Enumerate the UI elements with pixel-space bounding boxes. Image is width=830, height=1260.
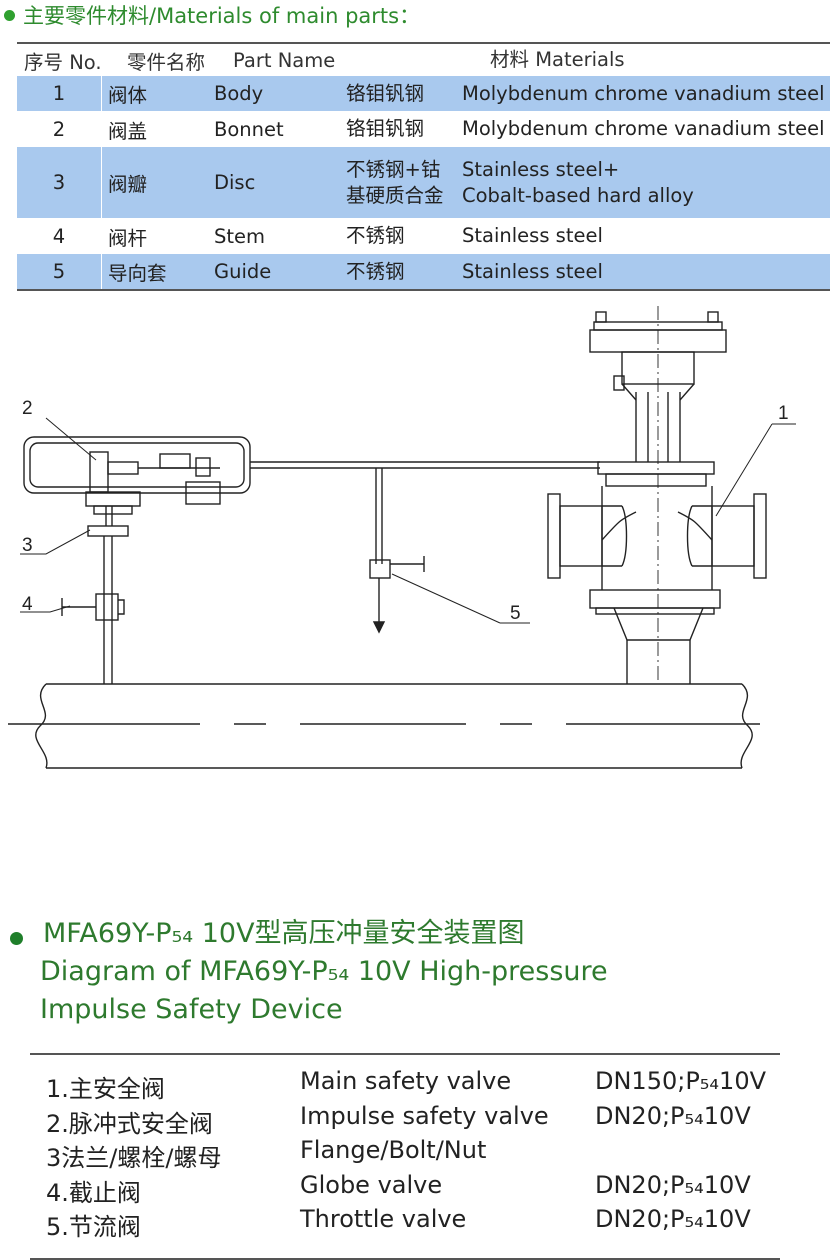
part-cn: 1.主安全阀 [46,1075,165,1103]
row-no: 2 [52,117,66,141]
materials-section-title: 主要零件材料/Materials of main parts： [0,0,420,30]
materials-title-text: 主要零件材料/Materials of main parts： [23,4,421,28]
list-item: 5.节流阀 Throttle valve DN20;P₅₄10V [30,1205,780,1242]
row-material-cn: 不锈钢 [346,259,405,283]
part-spec: DN20;P₅₄10V [595,1205,751,1233]
row-material-en: Molybdenum chrome vanadium steel [462,81,825,105]
header-no: 序号 No. [24,50,102,74]
row-part-cn: 导向套 [101,254,210,289]
device-title-cn: MFA69Y-P₅₄ 10V型高压冲量安全装置图 [43,918,525,949]
row-material-en: Stainless steel+ Cobalt-based hard alloy [462,157,830,209]
callout-5: 5 [510,603,521,624]
row-no: 3 [52,171,66,194]
table-row: 4 阀杆 Stem 不锈钢 Stainless steel [17,218,830,254]
header-part-cn: 零件名称 [127,50,206,74]
bullet-icon [10,932,23,945]
row-part-en: Disc [214,171,256,194]
table-row: 2 阀盖 Bonnet 铬钼钒钢 Molybdenum chrome vanad… [17,111,830,147]
row-part-en: Guide [214,260,272,283]
row-material-en: Stainless steel [462,224,603,247]
row-material-en-line1: Stainless steel+ [462,157,620,181]
part-en: Throttle valve [300,1205,467,1233]
table-bottom-rule [17,289,830,291]
list-item: 1.主安全阀 Main safety valve DN150;P₅₄10V [30,1067,780,1104]
row-material-en: Stainless steel [462,259,603,283]
part-en: Flange/Bolt/Nut [300,1136,487,1164]
part-spec: DN20;P₅₄10V [595,1101,751,1130]
callout-2: 2 [22,398,33,419]
row-no: 5 [52,260,66,283]
parts-top-rule [30,1053,780,1055]
part-cn: 4.截止阀 [46,1178,141,1207]
row-no: 1 [52,82,66,105]
part-en: Impulse safety valve [300,1101,549,1130]
part-en: Globe valve [300,1170,443,1199]
table-header-row: 序号 No. 零件名称 Part Name 材料 Materials [17,44,830,76]
materials-table: 序号 No. 零件名称 Part Name 材料 Materials 1 阀体 … [17,42,830,291]
row-part-cn: 阀杆 [101,218,210,254]
device-diagram: 2 3 4 5 1 [8,306,796,769]
list-item: 4.截止阀 Globe valve DN20;P₅₄10V [30,1170,780,1208]
device-title-en-line1: Diagram of MFA69Y-P₅₄ 10V High-pressure [40,956,608,987]
part-spec: DN150;P₅₄10V [595,1067,766,1095]
header-materials: 材料 Materials [490,48,625,71]
callout-3: 3 [22,535,33,556]
parts-bottom-rule [30,1257,780,1260]
row-material-cn-line1: 不锈钢+钴 [346,157,441,181]
part-cn: 3法兰/螺栓/螺母 [46,1144,222,1172]
header-part-en: Part Name [233,48,336,72]
part-spec: DN20;P₅₄10V [595,1170,751,1199]
row-material-en-line2: Cobalt-based hard alloy [462,183,694,207]
row-part-cn: 阀体 [101,76,210,111]
row-material-cn: 铬钼钒钢 [346,81,425,105]
callout-1: 1 [778,403,789,424]
bullet-icon [4,9,15,21]
parts-list: 1.主安全阀 Main safety valve DN150;P₅₄10V 2.… [30,1053,780,1260]
part-cn: 2.脉冲式安全阀 [46,1109,213,1138]
row-part-en: Stem [214,224,266,248]
row-material-cn-line2: 基硬质合金 [346,183,444,207]
table-top-rule [17,42,830,44]
table-row: 3 阀瓣 Disc 不锈钢+钴 基硬质合金 Stainless steel+ C… [17,147,830,218]
row-material-cn: 铬钼钒钢 [346,117,425,140]
table-row: 1 阀体 Body 铬钼钒钢 Molybdenum chrome vanadiu… [17,76,830,111]
row-no: 4 [52,224,66,248]
row-part-en: Bonnet [214,117,284,141]
device-title-en-line2: Impulse Safety Device [40,994,343,1025]
row-material-cn: 不锈钢 [346,224,405,247]
part-en: Main safety valve [300,1067,512,1095]
row-material-cn: 不锈钢+钴 基硬质合金 [342,157,462,209]
list-item: 3法兰/螺栓/螺母 Flange/Bolt/Nut [30,1136,780,1173]
part-cn: 5.节流阀 [46,1213,141,1241]
row-part-cn: 阀瓣 [101,147,210,218]
row-part-en: Body [214,82,264,105]
row-material-en: Molybdenum chrome vanadium steel [462,117,825,140]
row-part-cn: 阀盖 [101,111,210,147]
list-item: 2.脉冲式安全阀 Impulse safety valve DN20;P₅₄10… [30,1101,780,1139]
callout-4: 4 [22,594,33,615]
table-row: 5 导向套 Guide 不锈钢 Stainless steel [17,254,830,289]
